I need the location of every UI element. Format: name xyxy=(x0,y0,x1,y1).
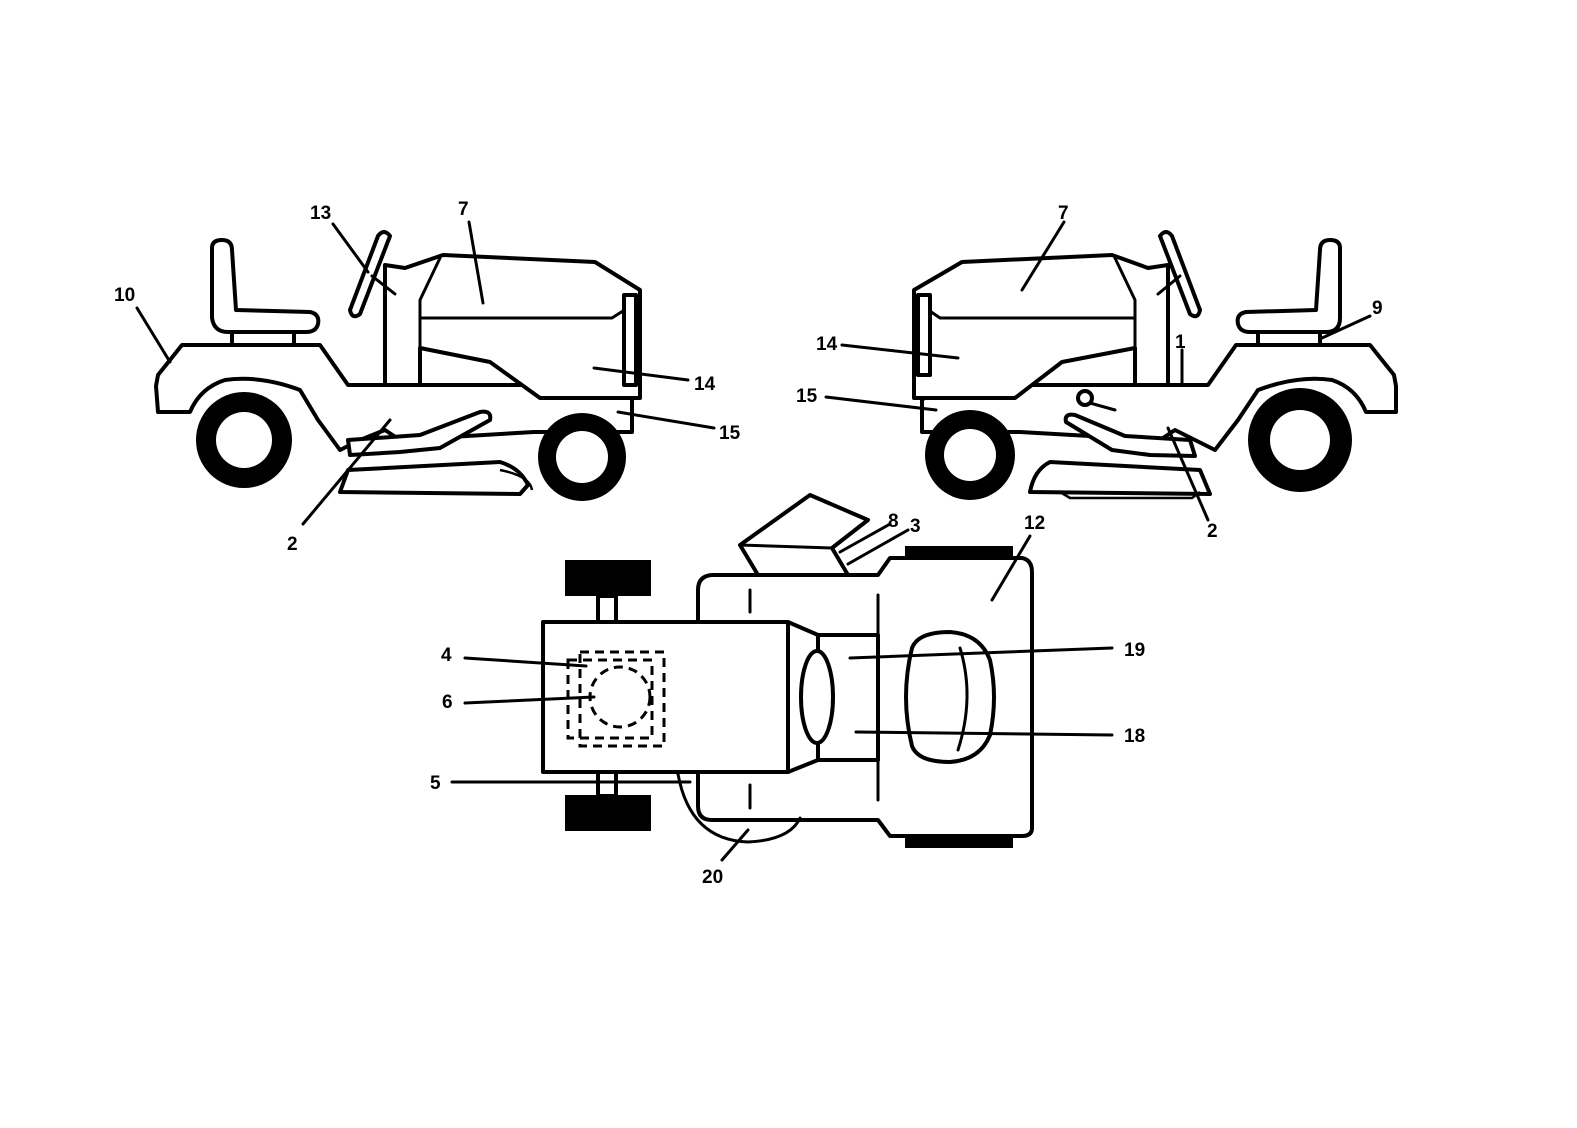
part-labels: 10 13 7 14 15 2 7 9 1 14 15 2 8 3 12 19 … xyxy=(114,199,1383,888)
hood-line xyxy=(418,256,442,350)
label-10: 10 xyxy=(114,285,135,306)
label-4: 4 xyxy=(441,645,452,666)
footrest-right xyxy=(1063,412,1197,458)
label-19: 19 xyxy=(1124,640,1145,661)
label-7-left: 7 xyxy=(458,199,469,220)
label-20: 20 xyxy=(702,867,723,888)
lever-knob xyxy=(1076,389,1094,407)
label-14-left: 14 xyxy=(694,374,716,395)
steering-wheel-right xyxy=(1158,230,1202,319)
right-side-view xyxy=(912,230,1398,500)
hood xyxy=(383,253,642,400)
mower-deck-right xyxy=(1028,460,1212,496)
label-9: 9 xyxy=(1372,298,1383,319)
top-front-wheel-lower xyxy=(565,795,651,831)
label-3: 3 xyxy=(910,516,921,537)
label-15-right: 15 xyxy=(796,386,818,407)
label-15-left: 15 xyxy=(719,423,741,444)
mower-deck xyxy=(338,460,530,496)
grille xyxy=(622,293,638,387)
label-2-left: 2 xyxy=(287,534,298,555)
label-6: 6 xyxy=(442,692,453,713)
label-14-right: 14 xyxy=(816,334,838,355)
top-steering-wheel xyxy=(799,649,835,745)
top-rear-wheel-lower xyxy=(905,836,1013,848)
top-view xyxy=(541,493,1034,848)
label-8: 8 xyxy=(888,511,899,532)
rear-fender-right xyxy=(920,343,1398,452)
label-13: 13 xyxy=(310,203,331,224)
leader-lines xyxy=(135,220,1372,862)
left-side-view xyxy=(154,230,642,501)
footrest xyxy=(346,409,493,457)
grille-right xyxy=(916,293,932,377)
top-seat xyxy=(904,630,996,764)
rear-fender xyxy=(154,343,634,452)
label-18: 18 xyxy=(1124,726,1145,747)
label-12: 12 xyxy=(1024,513,1045,534)
deck-belt-guard xyxy=(676,772,802,844)
label-2-right: 2 xyxy=(1207,521,1218,542)
hood-right xyxy=(912,253,1170,400)
top-front-wheel-upper xyxy=(565,560,651,596)
steering-wheel xyxy=(348,230,392,319)
label-7-right: 7 xyxy=(1058,203,1069,224)
label-5: 5 xyxy=(430,773,441,794)
seat-back-right xyxy=(1235,238,1342,334)
seat-back xyxy=(210,238,321,334)
label-1: 1 xyxy=(1175,332,1186,353)
